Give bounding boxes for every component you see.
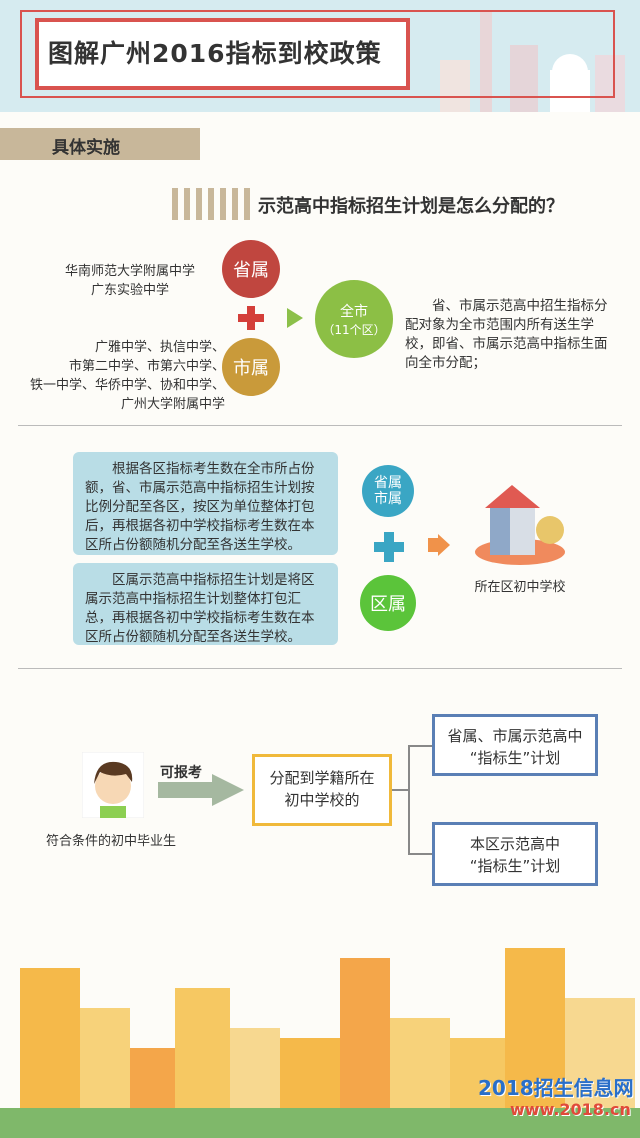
header-banner: 图解广州2016指标到校政策	[0, 0, 640, 112]
school-name: 华南师范大学附属中学	[64, 264, 195, 279]
arrow-right-icon	[158, 782, 213, 798]
stripe-decoration	[208, 188, 214, 220]
school-name: 铁一中学、华侨中学、协和中学、	[29, 378, 225, 393]
result-label: 所在区初中学校	[474, 580, 566, 595]
part1-description: 省、市属示范高中招生指标分配对象为全市范围内所有送生学校，即省、市属示范高中指标…	[405, 298, 608, 371]
city-label: 全市	[340, 303, 368, 320]
info-box-provincial: 根据各区指标考生数在全市所占份额，省、市属示范高中指标招生计划按比例分配至各区，…	[73, 452, 338, 555]
allocation-text: 初中学校的	[284, 791, 360, 809]
connector-line	[408, 853, 432, 855]
school-name: 市第二中学、市第六中学、	[68, 359, 225, 374]
plan-text: 本区示范高中	[469, 835, 560, 853]
provincial-municipal-circle: 省属 市属	[362, 465, 414, 517]
municipal-circle: 市属	[222, 338, 280, 396]
provincial-schools: 华南师范大学附属中学 广东实验中学	[40, 262, 220, 300]
city-sub-label: （11个区）	[322, 322, 386, 337]
connector-line	[408, 745, 432, 747]
arrow-right-icon	[428, 538, 438, 552]
arrow-head	[438, 534, 450, 556]
stripe-decoration	[196, 188, 202, 220]
student-avatar-icon	[82, 752, 144, 818]
info-box-district: 区属示范高中指标招生计划是将区属示范高中指标招生计划整体打包汇总，再根据各初中学…	[73, 563, 338, 645]
section-label: 具体实施	[52, 138, 120, 158]
plan-box-provincial: 省属、市属示范高中 “指标生”计划	[432, 714, 598, 776]
stripe-decoration	[232, 188, 238, 220]
watermark-name: 2018招生信息网	[478, 1076, 634, 1100]
arrow-right-icon	[287, 308, 303, 328]
school-name: 广州大学附属中学	[120, 397, 225, 412]
divider	[18, 425, 622, 426]
provincial-circle: 省属	[222, 240, 280, 298]
allocation-box: 分配到学籍所在 初中学校的	[252, 754, 392, 826]
plan-box-district: 本区示范高中 “指标生”计划	[432, 822, 598, 886]
plan-text: 省属、市属示范高中	[447, 727, 583, 745]
allocation-text: 分配到学籍所在	[269, 769, 375, 787]
city-circle: 全市 （11个区）	[315, 280, 393, 358]
section-bar	[0, 128, 200, 160]
arrow-label: 可报考	[160, 765, 202, 781]
divider	[18, 668, 622, 669]
circle-label: 市属	[374, 491, 402, 507]
plus-icon	[374, 532, 404, 562]
stripe-decoration	[172, 188, 178, 220]
city-skyline-illustration	[0, 940, 640, 1138]
district-circle: 区属	[360, 575, 416, 631]
school-building-icon	[475, 485, 565, 565]
stripe-decoration	[244, 188, 250, 220]
connector-line	[392, 789, 408, 791]
student-label: 符合条件的初中毕业生	[46, 834, 177, 849]
stripe-decoration	[220, 188, 226, 220]
question-heading: 示范高中指标招生计划是怎么分配的？	[258, 196, 564, 217]
plus-icon	[238, 306, 264, 330]
plan-text: “指标生”计划	[469, 749, 561, 767]
municipal-schools: 广雅中学、执信中学、 市第二中学、市第六中学、 铁一中学、华侨中学、协和中学、 …	[20, 338, 225, 414]
page-title: 图解广州2016指标到校政策	[48, 39, 382, 68]
skyline-icon	[440, 10, 625, 112]
arrow-head	[212, 774, 244, 806]
plan-text: “指标生”计划	[469, 857, 561, 875]
connector-line	[408, 745, 410, 855]
title-frame	[20, 10, 615, 98]
school-name: 广雅中学、执信中学、	[94, 340, 225, 355]
school-name: 广东实验中学	[90, 283, 169, 298]
watermark-url: www.2018.cn	[510, 1100, 631, 1119]
circle-label: 省属	[374, 475, 402, 491]
title-box	[35, 18, 410, 90]
stripe-decoration	[184, 188, 190, 220]
